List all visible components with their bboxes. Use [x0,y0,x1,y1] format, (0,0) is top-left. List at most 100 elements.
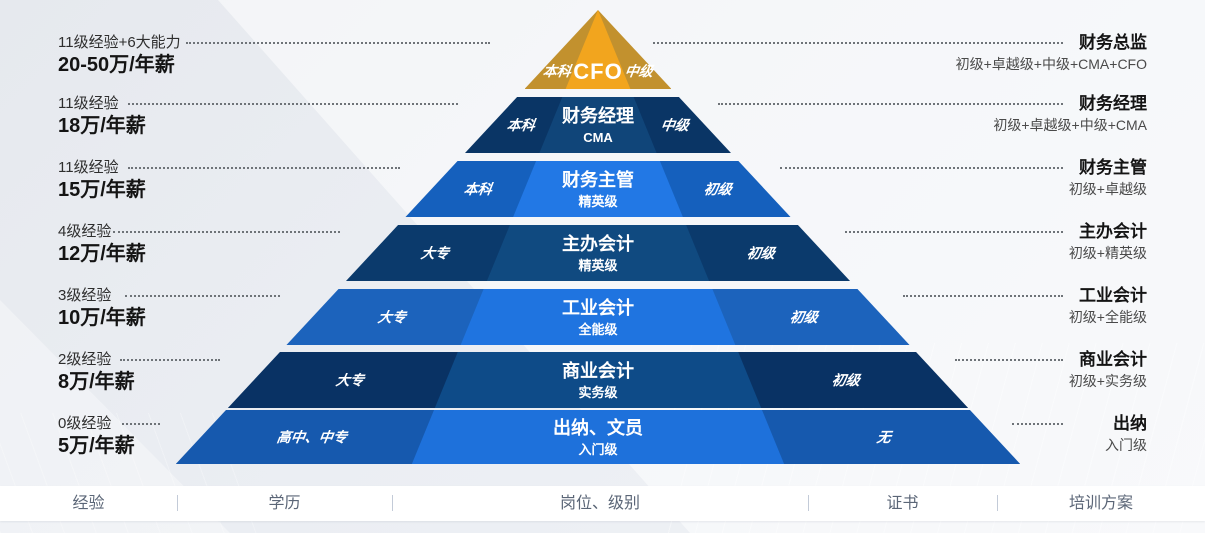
legend-divider [392,495,393,511]
pyramid-level-center-facet [411,410,785,464]
education-label: 高中、中专 [275,429,349,445]
legend-bar: 经验学历岗位、级别证书培训方案 [0,486,1205,521]
experience-salary-label: 11级经验 15万/年薪 [58,158,146,204]
legend-column: 经验 [72,495,105,512]
legend-divider [177,495,178,511]
leader-line-right [653,42,1063,44]
education-label: 大专 [420,245,451,261]
pyramid-level-text: 商业会计实务级 [562,352,634,408]
education-label: 大专 [334,372,366,388]
education-label: 本科 [505,117,537,133]
position-grade: 全能级 [578,321,618,337]
leader-line-right [718,103,1063,105]
plan-detail-text: 初级+卓越级+中级+CMA [993,117,1147,133]
plan-title-text: 出纳 [1113,414,1147,433]
salary-text: 12万/年薪 [58,243,146,265]
certificate-label: 初级 [830,372,862,388]
leader-line-left [186,42,490,44]
legend-column: 证书 [886,495,919,512]
position-title: 财务主管 [562,169,634,190]
plan-title-text: 财务经理 [1079,94,1147,113]
experience-text: 11级经验 [58,159,119,176]
certificate-label: 初级 [745,245,776,261]
leader-line-right [780,167,1063,169]
salary-text: 20-50万/年薪 [58,54,175,76]
leader-line-right [955,359,1063,361]
leader-line-right [903,295,1063,297]
leader-line-left [128,103,458,105]
training-plan-label: 主办会计 初级+精英级 [1069,222,1147,264]
pyramid-level-text: 工业会计全能级 [562,289,634,345]
plan-detail-text: 入门级 [1105,437,1147,453]
salary-text: 15万/年薪 [58,179,146,201]
certificate-label: 无 [875,429,893,445]
experience-text: 0级经验 [58,415,112,432]
pyramid-level-center-facet [434,352,762,408]
experience-text: 4级经验 [58,223,112,240]
experience-text: 11级经验+6大能力 [58,34,181,51]
pyramid-level-text: 财务经理 CMA [562,97,634,153]
pyramid-level-center-facet [486,225,710,281]
training-plan-label: 商业会计 初级+实务级 [1069,350,1147,392]
legend-column: 学历 [268,495,301,512]
plan-title-text: 主办会计 [1079,222,1147,241]
leader-line-left [120,359,220,361]
training-plan-label: 财务总监 初级+卓越级+中级+CMA+CFO [956,33,1147,75]
position-title: 工业会计 [562,297,634,318]
salary-text: 10万/年薪 [58,307,146,329]
experience-salary-label: 3级经验 10万/年薪 [58,286,146,332]
position-title: 财务经理 [562,105,634,126]
experience-salary-label: 11级经验 18万/年薪 [58,94,146,140]
plan-title-text: 工业会计 [1079,286,1147,305]
pyramid-level-text: CFO [573,10,622,89]
experience-text: 2级经验 [58,351,112,368]
pyramid-level-center-facet [460,289,736,345]
pyramid-level [345,225,851,281]
training-plan-label: 财务主管 初级+卓越级 [1069,158,1147,200]
plan-detail-text: 初级+卓越级 [1068,181,1147,197]
plan-detail-text: 初级+精英级 [1068,245,1147,261]
pyramid-level [175,410,1021,464]
legend-divider [997,495,998,511]
leader-line-right [845,231,1063,233]
salary-text: 18万/年薪 [58,115,146,137]
plan-title-text: 商业会计 [1079,350,1147,369]
position-title: 主办会计 [562,233,634,254]
salary-text: 8万/年薪 [58,371,135,393]
position-title: CFO [573,59,623,84]
pyramid-level [227,352,969,408]
salary-text: 5万/年薪 [58,435,135,457]
leader-line-left [113,231,340,233]
training-plan-label: 财务经理 初级+卓越级+中级+CMA [993,94,1147,136]
pyramid-level-text: 财务主管精英级 [562,161,634,217]
position-grade: 精英级 [578,193,618,209]
pyramid-level-center-facet [513,161,683,217]
education-label: 本科 [462,181,494,197]
position-grade: 入门级 [578,441,618,457]
experience-salary-label: 11级经验+6大能力 20-50万/年薪 [58,33,181,79]
education-label: 大专 [377,309,408,325]
plan-detail-text: 初级+实务级 [1068,373,1147,389]
pyramid-level [405,161,791,217]
experience-salary-label: 4级经验 12万/年薪 [58,222,146,268]
position-title: 出纳、文员 [553,417,643,438]
pyramid-level-text: 主办会计精英级 [562,225,634,281]
plan-title-text: 财务主管 [1079,158,1147,177]
experience-text: 3级经验 [58,287,112,304]
plan-title-text: 财务总监 [1079,33,1147,52]
pyramid-level-text: 出纳、文员入门级 [553,410,643,464]
legend-column: 岗位、级别 [559,495,640,512]
certificate-label: 中级 [659,117,691,133]
leader-line-left [128,167,400,169]
position-title: 商业会计 [562,360,634,381]
pyramid-level [286,289,910,345]
position-grade: CMA [583,129,613,145]
pyramid-level-center-facet [539,97,657,153]
plan-detail-text: 初级+全能级 [1068,309,1147,325]
experience-salary-label: 0级经验 5万/年薪 [58,414,135,460]
leader-line-left [122,423,160,425]
position-grade: 精英级 [578,257,618,273]
education-label: 本科 [542,63,573,79]
leader-line-left [125,295,280,297]
